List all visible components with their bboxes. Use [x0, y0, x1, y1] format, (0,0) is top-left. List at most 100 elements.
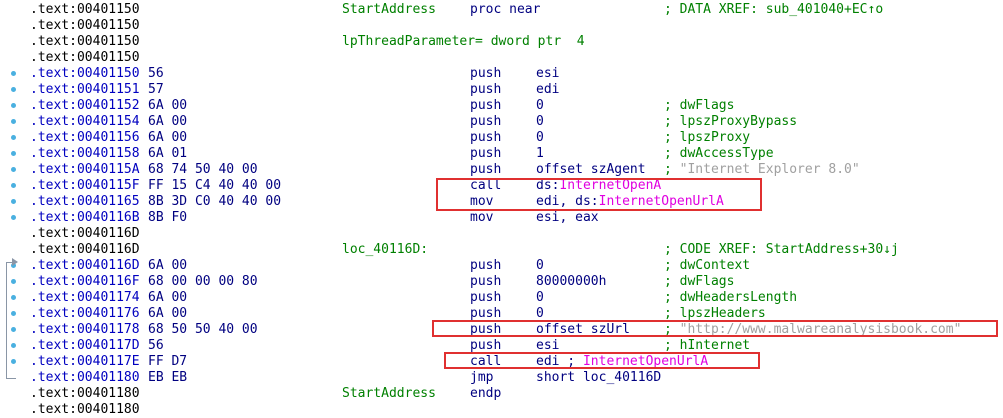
code-cm: ; lpszProxy — [664, 130, 751, 145]
gutter — [0, 0, 28, 412]
code-mn: proc near — [470, 2, 541, 17]
code-bytes: 68 50 50 40 00 — [148, 322, 258, 337]
code-addr: .text:00401150 — [30, 66, 140, 81]
code-cm: ; dwFlags — [664, 98, 735, 113]
code-mn: push — [470, 146, 502, 161]
breakpoint-dot[interactable] — [11, 295, 16, 300]
breakpoint-dot[interactable] — [11, 103, 16, 108]
code-mn: jmp — [470, 370, 494, 385]
code-addr: .text:00401150 — [30, 18, 140, 33]
code-addr: .text:0040116D — [30, 258, 140, 273]
code-label: StartAddress — [342, 386, 436, 401]
breakpoint-dot[interactable] — [11, 71, 16, 76]
breakpoint-dot[interactable] — [11, 119, 16, 124]
code-addr: .text:00401151 — [30, 82, 140, 97]
code-op: edi, ds:InternetOpenUrlA — [536, 194, 724, 209]
highlight-box-internetopen — [436, 178, 762, 211]
code-cm: ; dwAccessType — [664, 146, 774, 161]
code-mn: push — [470, 66, 502, 81]
api-name[interactable]: InternetOpenUrlA — [582, 354, 709, 369]
code-addr: .text:0040116F — [30, 274, 140, 289]
code-addr: .text:0040115A — [30, 162, 140, 177]
api-name[interactable]: InternetOpenUrlA — [598, 194, 724, 209]
code-addr: .text:00401150 — [30, 2, 140, 17]
breakpoint-dot[interactable] — [11, 359, 16, 364]
code-label: lpThreadParameter= dword ptr 4 — [342, 34, 585, 49]
code-bytes: 6A 00 — [148, 98, 188, 113]
breakpoint-dot[interactable] — [11, 199, 16, 204]
code-op: esi — [536, 338, 560, 353]
code-bytes: 8B F0 — [148, 210, 188, 225]
code-op: 0 — [536, 130, 544, 145]
highlight-box-call-openurl — [444, 352, 760, 369]
code-mn: push — [470, 338, 502, 353]
code-mn: push — [470, 322, 502, 337]
code-bytes: 8B 3D C0 40 40 00 — [148, 194, 282, 209]
code-addr: .text:00401150 — [30, 34, 140, 49]
code-mn: push — [470, 82, 502, 97]
code-op: 0 — [536, 290, 544, 305]
code-bytes: 68 74 50 40 00 — [148, 162, 258, 177]
breakpoint-dot[interactable] — [11, 343, 16, 348]
code-op: 1 — [536, 146, 544, 161]
code-op: offset szAgent — [536, 162, 646, 177]
code-addr: .text:00401176 — [30, 306, 140, 321]
code-bytes: FF D7 — [148, 354, 188, 369]
code-bytes: 57 — [148, 82, 164, 97]
breakpoint-dot[interactable] — [11, 151, 16, 156]
code-addr: .text:0040116D — [30, 242, 140, 257]
code-mn: push — [470, 130, 502, 145]
code-op: short loc_40116D — [536, 370, 662, 385]
code-addr: .text:0040117E — [30, 354, 140, 369]
code-op: edi — [536, 82, 560, 97]
code-bytes: 6A 00 — [148, 306, 188, 321]
code-addr: .text:00401178 — [30, 322, 140, 337]
breakpoint-dot[interactable] — [11, 279, 16, 284]
code-bytes: 56 — [148, 338, 164, 353]
breakpoint-dot[interactable] — [11, 135, 16, 140]
jump-arrow-target — [6, 262, 16, 263]
code-mn: call — [470, 354, 502, 369]
api-name[interactable]: InternetOpenA — [559, 178, 662, 193]
code-mn: call — [470, 178, 502, 193]
code-mn: mov — [470, 194, 494, 209]
code-mn: push — [470, 162, 502, 177]
jump-arrow-line — [6, 262, 7, 378]
code-bytes: 6A 00 — [148, 114, 188, 129]
code-cm: ; dwFlags — [664, 274, 735, 289]
code-cm: ; lpszHeaders — [664, 306, 766, 321]
code-op: 0 — [536, 258, 544, 273]
breakpoint-dot[interactable] — [11, 327, 16, 332]
code-addr: .text:0040116D — [30, 226, 140, 241]
code-cm: ; dwContext — [664, 258, 751, 273]
breakpoint-dot[interactable] — [11, 311, 16, 316]
code-addr: .text:00401165 — [30, 194, 140, 209]
code-op: esi — [536, 66, 560, 81]
code-mn: push — [470, 290, 502, 305]
breakpoint-dot[interactable] — [11, 215, 16, 220]
code-addr: .text:00401156 — [30, 130, 140, 145]
code-bytes: 68 00 00 00 80 — [148, 274, 258, 289]
breakpoint-dot[interactable] — [11, 167, 16, 172]
code-addr: .text:00401180 — [30, 370, 140, 385]
code-bytes: FF 15 C4 40 40 00 — [148, 178, 282, 193]
string-literal: "http://www.malwareanalysisbook.com" — [679, 322, 962, 337]
code-addr: .text:00401180 — [30, 386, 140, 401]
code-addr: .text:00401150 — [30, 50, 140, 65]
code-op: edi ; InternetOpenUrlA — [536, 354, 709, 369]
code-op: 80000000h — [536, 274, 607, 289]
jump-arrow-source — [6, 378, 16, 379]
code-op: offset szUrl — [536, 322, 630, 337]
code-bytes: EB EB — [148, 370, 188, 385]
code-cm: ; DATA XREF: sub_401040+EC↑o — [664, 2, 884, 17]
code-bytes: 6A 00 — [148, 130, 188, 145]
code-addr: .text:00401174 — [30, 290, 140, 305]
code-addr: .text:0040116B — [30, 210, 140, 225]
code-cm: ; dwHeadersLength — [664, 290, 798, 305]
string-literal: "Internet Explorer 8.0" — [679, 162, 860, 177]
code-bytes: 6A 00 — [148, 290, 188, 305]
code-cm: ; lpszProxyBypass — [664, 114, 798, 129]
code-addr: .text:00401158 — [30, 146, 140, 161]
breakpoint-dot[interactable] — [11, 87, 16, 92]
breakpoint-dot[interactable] — [11, 183, 16, 188]
